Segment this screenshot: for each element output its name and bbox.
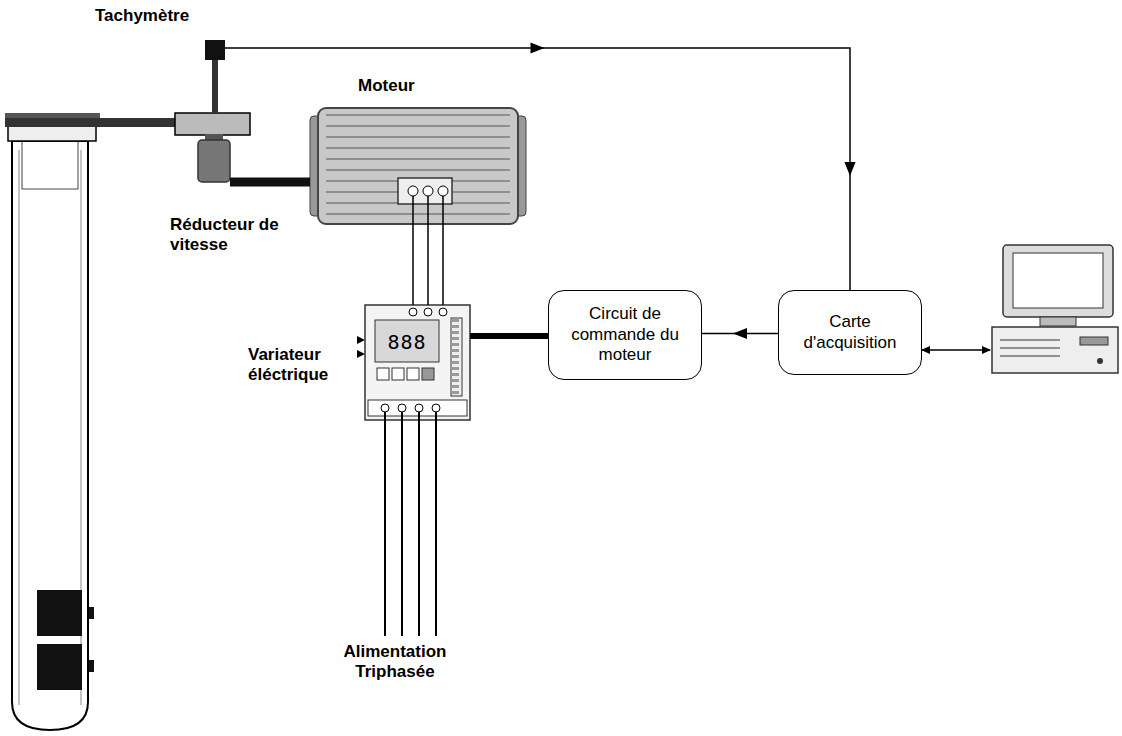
control-cable xyxy=(470,336,548,337)
computer-link xyxy=(922,349,990,351)
signal-line xyxy=(413,224,414,305)
signal-line xyxy=(443,224,444,305)
supply-label: Alimentation Triphasée xyxy=(315,642,475,683)
process-box: Circuit de commande du moteur xyxy=(548,290,702,380)
part-label: Tachymètre xyxy=(95,6,189,26)
tube-column xyxy=(5,113,100,730)
connector-line xyxy=(225,48,850,290)
part-label: Moteur xyxy=(358,76,415,96)
signal-line xyxy=(702,328,778,339)
drive-unit: Variateur éléctrique888 xyxy=(365,305,470,420)
arrow-head xyxy=(531,42,545,53)
connector-line xyxy=(412,224,414,305)
part-label: Variateur éléctrique xyxy=(248,345,360,386)
tachymeter-body xyxy=(205,40,225,60)
signal-line xyxy=(225,42,856,290)
drive-unit xyxy=(357,305,470,420)
arrow-head xyxy=(733,328,747,339)
connector-line xyxy=(442,224,444,305)
tachymeter: Tachymètre xyxy=(205,40,225,60)
arrow-head xyxy=(844,162,855,176)
supply-wires xyxy=(385,412,436,636)
speed-reducer: Réducteur de vitesse xyxy=(198,140,230,182)
process-box: Carte d'acquisition xyxy=(778,290,922,375)
display-readout: 888 xyxy=(375,330,439,354)
box-text: Carte d'acquisition xyxy=(789,312,911,353)
connector-line xyxy=(470,333,548,339)
part-label: Réducteur de vitesse xyxy=(170,215,290,256)
drive-shaft xyxy=(230,182,310,183)
box-text: Circuit de commande du moteur xyxy=(559,304,691,365)
motor-body xyxy=(310,108,526,224)
reducer-body xyxy=(198,140,230,182)
connector-line xyxy=(427,224,429,305)
signal-line xyxy=(428,224,429,305)
pulley xyxy=(175,113,250,135)
tachymeter-stem xyxy=(212,60,218,113)
motor: Moteur xyxy=(318,108,518,224)
computer-icon xyxy=(992,245,1118,373)
connector-line xyxy=(230,178,310,187)
